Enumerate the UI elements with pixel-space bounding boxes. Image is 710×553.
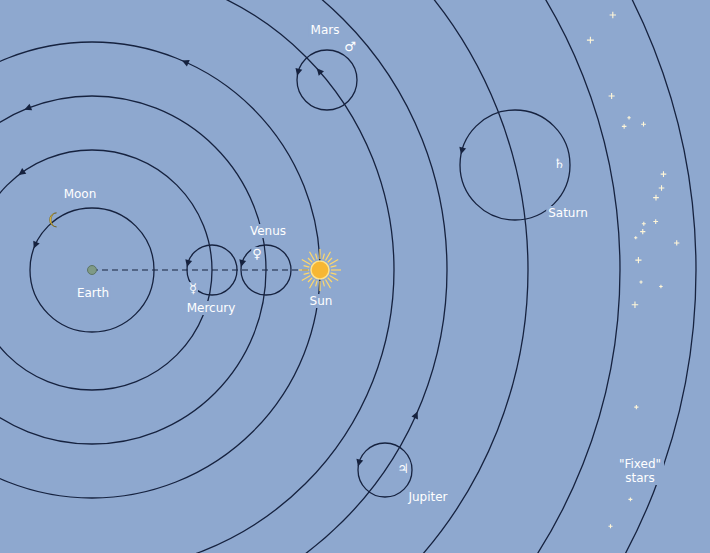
moon-crescent xyxy=(50,213,57,227)
star-mark xyxy=(659,285,662,288)
epicycle-circle xyxy=(460,110,570,220)
star-mark xyxy=(661,171,667,177)
sun-ray xyxy=(331,266,337,268)
planet-symbol: ♃ xyxy=(396,462,410,476)
star-mark xyxy=(608,524,612,528)
sun-ray xyxy=(319,249,320,259)
sun-ray xyxy=(326,280,331,289)
direction-arrow xyxy=(182,60,190,66)
sun-ray xyxy=(302,276,311,281)
planet-symbol: ♄ xyxy=(552,157,566,171)
star-sphere-arc xyxy=(0,0,620,553)
direction-arrow xyxy=(317,68,324,76)
planet-symbol: ☿ xyxy=(188,282,198,296)
sun-ray xyxy=(310,280,315,289)
sun-ray xyxy=(331,269,341,270)
sun-ray xyxy=(308,258,312,262)
direction-arrow xyxy=(33,241,39,249)
sun-ray xyxy=(328,278,332,282)
epicycle-circle xyxy=(241,245,291,295)
sun-ray xyxy=(316,281,318,287)
star-mark xyxy=(639,280,642,283)
orbit-circle xyxy=(0,0,528,553)
sun-ray xyxy=(323,254,325,260)
epicycle-circle xyxy=(297,50,357,110)
star-mark xyxy=(641,122,646,127)
star-mark xyxy=(653,219,658,224)
sun-disc xyxy=(311,261,329,279)
earth-dot xyxy=(88,266,97,275)
sun-ray xyxy=(304,273,310,275)
direction-arrow xyxy=(24,104,32,111)
direction-arrow xyxy=(459,147,466,155)
direction-arrow xyxy=(356,459,363,467)
star-mark xyxy=(653,195,659,201)
star-mark xyxy=(610,12,616,18)
orbit-circle xyxy=(0,0,394,553)
body-label: Sun xyxy=(308,294,335,308)
direction-arrow xyxy=(296,68,303,76)
star-mark xyxy=(634,405,638,409)
sun-ray xyxy=(299,269,309,270)
sun-ray xyxy=(331,273,337,275)
body-label: Venus xyxy=(248,224,288,238)
sun-ray xyxy=(330,260,339,265)
sun-ray xyxy=(310,252,315,261)
star-mark xyxy=(634,236,637,239)
direction-arrow xyxy=(239,259,246,267)
earth-sun-line xyxy=(92,269,308,270)
epicycle-circle xyxy=(187,245,237,295)
body-label: Saturn xyxy=(546,206,590,220)
sun-icon xyxy=(299,249,341,291)
star-mark xyxy=(632,302,639,309)
star-mark xyxy=(627,116,630,119)
orbit-circle xyxy=(0,42,320,498)
body-label: "Fixed" stars xyxy=(616,457,664,485)
body-label: Mercury xyxy=(185,301,238,315)
sun-ray xyxy=(308,278,312,282)
star-mark xyxy=(640,229,645,234)
sun-ray xyxy=(302,260,311,265)
star-mark xyxy=(642,222,646,226)
sun-ray xyxy=(316,254,318,260)
sun-ray xyxy=(328,258,332,262)
direction-arrow xyxy=(185,259,192,267)
star-mark xyxy=(635,257,641,263)
star-mark xyxy=(628,497,632,501)
star-mark xyxy=(674,240,679,245)
body-label: Moon xyxy=(62,187,99,201)
star-mark xyxy=(659,185,665,191)
deferent-orbits xyxy=(0,0,528,553)
direction-arrow xyxy=(412,412,418,420)
epicycles xyxy=(185,50,570,497)
epicycle-circle xyxy=(358,443,412,497)
planet-symbol: ♂ xyxy=(343,40,357,54)
sun-ray xyxy=(330,276,339,281)
direction-arrow xyxy=(19,168,27,175)
star-mark xyxy=(622,124,627,129)
body-label: Earth xyxy=(75,286,111,300)
sun-ray xyxy=(323,281,325,287)
star-mark xyxy=(587,37,594,44)
body-label: Mars xyxy=(309,23,342,37)
sun-ray xyxy=(319,281,320,291)
planet-symbol: ♀ xyxy=(251,247,263,261)
sun-ray xyxy=(326,252,331,261)
sun-ray xyxy=(304,266,310,268)
orbit-circle xyxy=(0,0,447,553)
body-label: Jupiter xyxy=(406,490,449,504)
star-mark xyxy=(609,93,615,99)
